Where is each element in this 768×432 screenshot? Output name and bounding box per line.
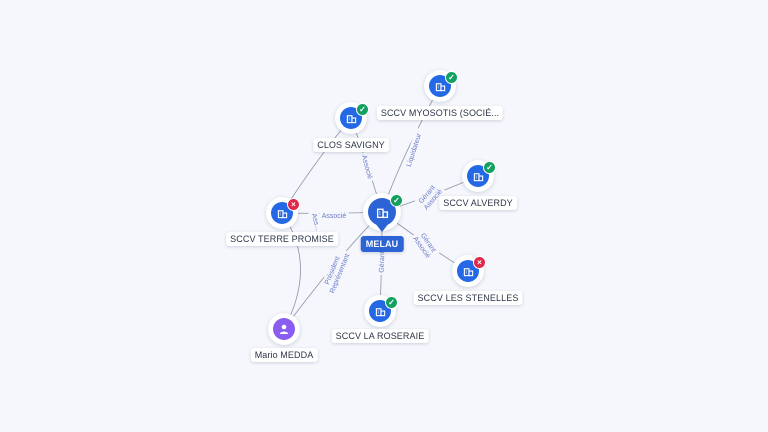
check-badge-icon: ✓ bbox=[445, 71, 458, 84]
check-badge-icon: ✓ bbox=[356, 103, 369, 116]
check-badge-icon: ✓ bbox=[385, 296, 398, 309]
edge-label-background bbox=[409, 227, 441, 263]
check-badge-icon: ✓ bbox=[390, 194, 403, 207]
pin-tip bbox=[375, 223, 389, 232]
edge-label-background bbox=[307, 208, 325, 236]
edge-label: Associé bbox=[322, 213, 347, 220]
check-badge-icon: ✓ bbox=[483, 161, 496, 174]
edge-label-group: Liquidateur bbox=[402, 127, 426, 173]
node-label[interactable]: SCCV MYOSOTIS (SOCIÉ... bbox=[376, 106, 504, 120]
node-label[interactable]: SCCV ALVERDY bbox=[439, 196, 517, 210]
edge-label-group: Gérant bbox=[376, 249, 388, 275]
edge-label: Gérant bbox=[379, 251, 387, 273]
edge-medda-terre bbox=[281, 212, 301, 330]
edge-label-group: Ass... bbox=[307, 208, 325, 236]
edge-label-background bbox=[319, 211, 349, 221]
edge-label-background bbox=[358, 151, 376, 183]
edge-label-background bbox=[376, 249, 388, 275]
cross-badge-icon: × bbox=[287, 198, 300, 211]
cross-badge-icon: × bbox=[473, 256, 486, 269]
node-label[interactable]: SCCV LA ROSERAIE bbox=[331, 329, 429, 343]
node-label[interactable]: SCCV LES STENELLES bbox=[413, 291, 523, 305]
edge-label-background bbox=[318, 246, 354, 298]
edge-label-background bbox=[402, 127, 426, 173]
node-label[interactable]: SCCV TERRE PROMISE bbox=[226, 232, 338, 246]
node-label[interactable]: Mario MEDDA bbox=[250, 348, 318, 362]
node-label[interactable]: CLOS SAVIGNY bbox=[313, 138, 389, 152]
center-node-label[interactable]: MELAU bbox=[360, 236, 404, 252]
edge-label-group: Associé bbox=[319, 211, 349, 221]
edge-label-group: Associé bbox=[358, 151, 376, 183]
person-icon[interactable] bbox=[273, 318, 295, 340]
edge-label-background bbox=[413, 180, 447, 214]
edge-label: Ass... bbox=[310, 213, 321, 232]
